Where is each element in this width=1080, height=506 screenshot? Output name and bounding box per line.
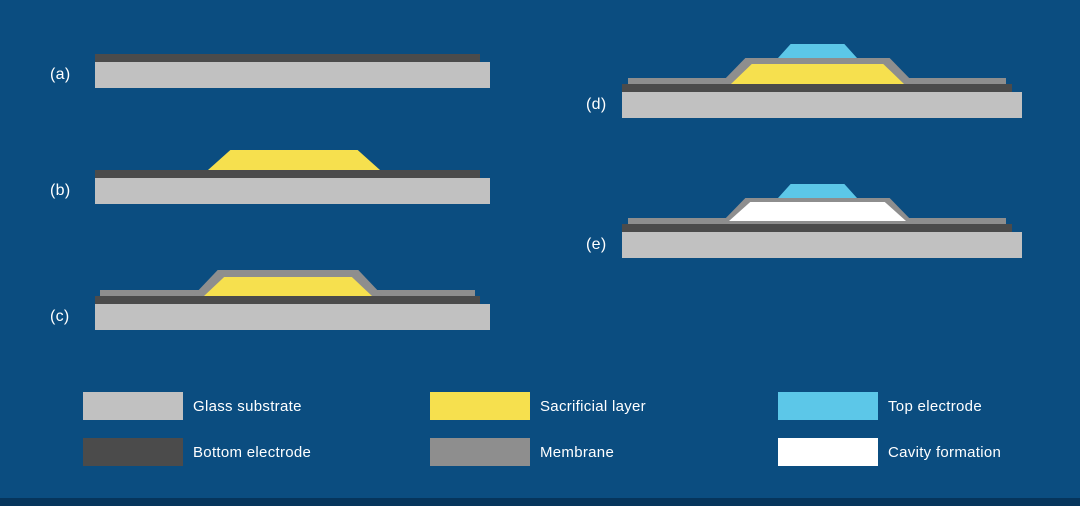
bottom-electrode-layer [95, 170, 480, 178]
legend-label: Membrane [540, 443, 615, 461]
legend-item: Top electrode [778, 392, 982, 420]
legend-swatch-membrane [430, 438, 530, 466]
bottom-border-strip [0, 498, 1080, 506]
legend-item: Membrane [430, 438, 614, 466]
bottom-electrode-layer [622, 84, 1012, 92]
legend-item: Cavity formation [778, 438, 1001, 466]
legend-label: Bottom electrode [193, 443, 312, 461]
legend-label: Sacrificial layer [540, 397, 646, 415]
step-label: (a) [50, 66, 71, 83]
legend-label: Top electrode [888, 397, 982, 415]
step-label: (b) [50, 182, 71, 199]
legend-label: Glass substrate [193, 397, 302, 415]
step-label: (d) [586, 96, 607, 113]
sacrificial-layer [204, 277, 372, 296]
glass-substrate-layer [95, 178, 490, 204]
cavity-layer [729, 202, 906, 221]
step-label: (e) [586, 236, 607, 253]
glass-substrate-layer [622, 232, 1022, 258]
top-electrode-layer [778, 184, 857, 198]
legend-item: Bottom electrode [83, 438, 311, 466]
legend-item: Glass substrate [83, 392, 302, 420]
sacrificial-layer [731, 64, 904, 84]
top-electrode-layer [778, 44, 857, 58]
bottom-electrode-layer [95, 54, 480, 62]
legend-swatch-top-electrode [778, 392, 878, 420]
bottom-electrode-layer [95, 296, 480, 304]
sacrificial-layer [208, 150, 380, 170]
legend-label: Cavity formation [888, 443, 1002, 461]
legend-swatch-sacrificial-layer [430, 392, 530, 420]
legend-swatch-cavity-formation [778, 438, 878, 466]
glass-substrate-layer [95, 62, 490, 88]
legend-item: Sacrificial layer [430, 392, 646, 420]
legend-swatch-bottom-electrode [83, 438, 183, 466]
step-label: (c) [50, 308, 70, 325]
legend-swatch-glass-substrate [83, 392, 183, 420]
glass-substrate-layer [95, 304, 490, 330]
glass-substrate-layer [622, 92, 1022, 118]
bottom-electrode-layer [622, 224, 1012, 232]
